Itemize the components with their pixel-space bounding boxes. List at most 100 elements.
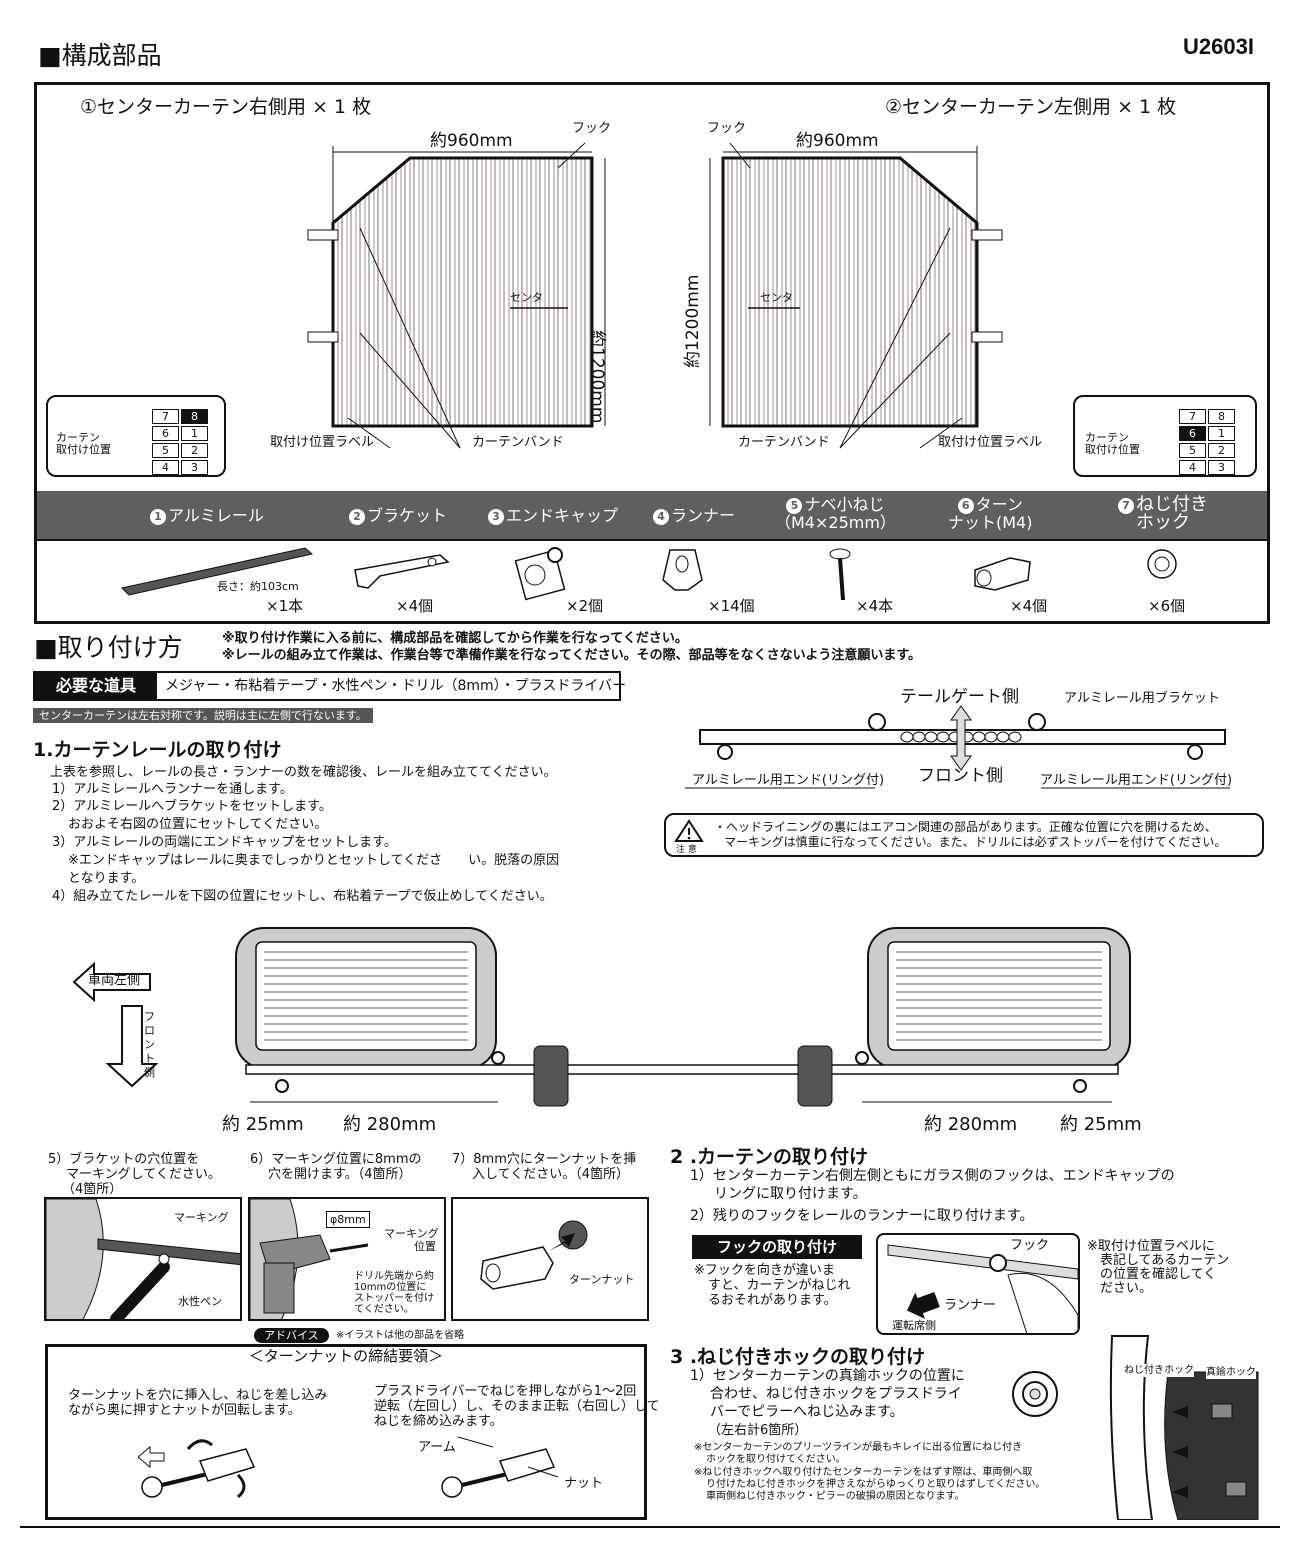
caution-line-1: ・ヘッドライニングの裏にはエアコン関連の部品があります。正確な位置に穴を開けるた… — [714, 820, 1217, 834]
step5-line: 5）ブラケットの穴位置を — [48, 1152, 200, 1167]
section1-line: 上表を参照し、レールの長さ・ランナーの数を確認後、レールを組み立ててください。 — [50, 765, 557, 780]
screw-hook-icon — [1012, 1371, 1058, 1417]
section3-line: 合わせ、ねじ付きホックをプラスドライ — [710, 1386, 962, 1402]
bracket-label: アルミレール用ブラケット — [1064, 691, 1220, 706]
section1-line: 1）アルミレールへランナーを通します。 — [52, 782, 293, 797]
step5-line: （4箇所） — [62, 1182, 123, 1197]
section3-note: ホックを取り付けてください。 — [706, 1454, 846, 1465]
part-1-count: ×1本 — [266, 597, 304, 615]
screw-hook-label: ねじ付きホック — [1124, 1364, 1194, 1377]
part-4-count: ×14個 — [708, 597, 755, 615]
end-right-label: アルミレール用エンド(リング付) — [1040, 773, 1233, 788]
advice-left-line: ターンナットを穴に挿入し、ねじを差し込み — [68, 1388, 328, 1403]
dim-280-left: 約 280mm — [343, 1114, 437, 1135]
hook-illustration: フック ランナー 運転席側 — [876, 1233, 1080, 1335]
section3-title: 3 .ねじ付きホックの取り付け — [670, 1346, 926, 1368]
right-curtain-height: 約1200mm — [587, 330, 607, 424]
left-curtain-title: ②センターカーテン左側用 × 1 枚 — [885, 96, 1177, 118]
advice-right-line: 逆転（左回し）し、そのまま正転（右回し）して — [374, 1399, 660, 1414]
section3-line: バーでピラーへねじ込みます。 — [710, 1404, 904, 1420]
brass-hook-label: 真鍮ホック — [1206, 1366, 1256, 1379]
step6-illustration: φ8mm マーキング 位置 ドリル先端から約 10mmの位置に ストッパーを付け… — [248, 1197, 446, 1321]
marking-pos-label: 位置 — [414, 1240, 436, 1253]
left-curtain-label-pos: 取付け位置ラベル — [938, 435, 1043, 450]
left-curtain-height: 約1200mm — [683, 274, 703, 368]
dim-25-left: 約 25mm — [222, 1114, 304, 1135]
parts-illustrations — [120, 547, 1177, 601]
right-curtain-label-pos: 取付け位置ラベル — [270, 435, 375, 450]
hook-label: フック — [1010, 1238, 1050, 1253]
left-curtain-hook-label: フック — [707, 121, 747, 136]
step7-illustration: ターンナット — [451, 1197, 649, 1321]
right-curtain-center-label: センタ — [510, 291, 543, 304]
step6-line: 穴を開けます。（4箇所） — [268, 1167, 412, 1182]
bottom-border — [20, 1526, 1280, 1528]
advice-left-line: ながら奥に押すとナットが回転します。 — [68, 1403, 301, 1418]
part-3-count: ×2個 — [566, 597, 604, 615]
part-5-count: ×4本 — [856, 597, 894, 615]
position-label-right: カーテン 取付け位置 7 8 6 1 5 2 4 3 — [46, 395, 226, 477]
vehicle-front-side: フロント側 — [144, 1010, 155, 1079]
tools-list: メジャー・布粘着テープ・水性ペン・ドリル（8mm）・プラスドライバー — [165, 678, 627, 694]
tailgate-side: テールゲート側 — [900, 687, 1019, 707]
right-curtain-title: ①センターカーテン右側用 × 1 枚 — [80, 96, 372, 118]
warning-icon — [674, 819, 704, 842]
caution-label: 注 意 — [676, 845, 697, 855]
marking-label: マーキング — [174, 1211, 229, 1224]
right-curtain-hook-label: フック — [572, 121, 612, 136]
dim-25-right: 約 25mm — [1060, 1114, 1142, 1135]
section1-line: 3）アルミレールの両端にエンドキャップをセットします。 — [52, 835, 397, 850]
page-title: ■構成部品 — [38, 41, 162, 70]
right-curtain-band: カーテンバンド — [472, 435, 564, 450]
part-6-count: ×4個 — [1010, 597, 1048, 615]
arm-label: アーム — [418, 1440, 456, 1455]
label-note-line: ※取付け位置ラベルに — [1087, 1239, 1215, 1254]
advice-box: ＜ターンナットの締結要領＞ ターンナットを穴に挿入し、ねじを差し込み ながら奥に… — [45, 1344, 660, 1520]
part-1-note: 長さ：約103cm — [217, 580, 299, 593]
vehicle-diagram — [72, 927, 1131, 1107]
advice-badge: アドバイス — [254, 1328, 329, 1343]
tools-label: 必要な道具 — [35, 673, 157, 699]
vehicle-left-side: 車両左側 — [88, 973, 141, 988]
label-note-line: 表記してあるカーテン — [1100, 1253, 1230, 1268]
model-code: U2603I — [1183, 34, 1254, 59]
section1-line: おおよそ右図の位置にセットしてください。 — [68, 817, 328, 832]
advice-right-line: ねじを締め込みます。 — [374, 1414, 503, 1429]
parts-header-band — [37, 491, 1267, 539]
driver-side-label: 運転席側 — [892, 1319, 936, 1332]
section3-note: 車両側ねじ付きホック・ピラーの破損の原因となります。 — [706, 1491, 965, 1502]
right-curtain-drawing — [307, 142, 606, 449]
step6-line: 6）マーキング位置に8mmの — [250, 1152, 422, 1167]
hook-note-line: るおそれがあります。 — [708, 1293, 837, 1308]
left-curtain-drawing — [709, 142, 1003, 449]
left-curtain-center-label: センタ — [760, 291, 793, 304]
section1-line: 4）組み立てたレールを下図の位置にセットし、布粘着テープで仮止めしてください。 — [52, 889, 553, 904]
section2-line: 2）残りのフックをレールのランナーに取り付けます。 — [690, 1208, 1034, 1224]
front-side: フロント側 — [918, 766, 1003, 786]
end-left-label: アルミレール用エンド(リング付) — [692, 773, 885, 788]
caution-line-2: マーキングは慎重に行なってください。また、ドリルには必ずストッパーを付けてくださ… — [724, 835, 1227, 849]
section1-line: 2）アルミレールへブラケットをセットします。 — [52, 799, 332, 814]
symmetric-note: センターカーテンは左右対称です。説明は主に左側で行ないます。 — [33, 708, 373, 723]
section3-note: ※センターカーテンのプリーツラインが最もキレイに出る位置にねじ付き — [694, 1442, 1023, 1453]
marking-pos-label: マーキング — [384, 1227, 439, 1240]
hook-note-line: ※フックを向きが違いま — [694, 1263, 835, 1278]
drill-note: ドリル先端から約 10mmの位置に ストッパーを付け てください。 — [354, 1271, 434, 1315]
section1-line: となります。 — [68, 871, 145, 886]
section2-line: リングに取り付けます。 — [714, 1186, 867, 1202]
runner-label: ランナー — [944, 1298, 997, 1313]
section2-line: 1）センターカーテン右側左側ともにガラス側のフックは、エンドキャップの — [690, 1168, 1175, 1184]
step7-line: 7）8mm穴にターンナットを挿 — [452, 1152, 637, 1167]
phi-label: φ8mm — [326, 1211, 370, 1228]
part-7-count: ×6個 — [1148, 597, 1186, 615]
advice-right-line: プラスドライバーでねじを押しながら1～2回 — [374, 1384, 637, 1399]
pillar-illustration — [1109, 1335, 1259, 1520]
hook-note-line: すと、カーテンがねじれ — [708, 1278, 851, 1293]
section3-line: 1）センターカーテンの真鍮ホックの位置に — [690, 1368, 965, 1384]
